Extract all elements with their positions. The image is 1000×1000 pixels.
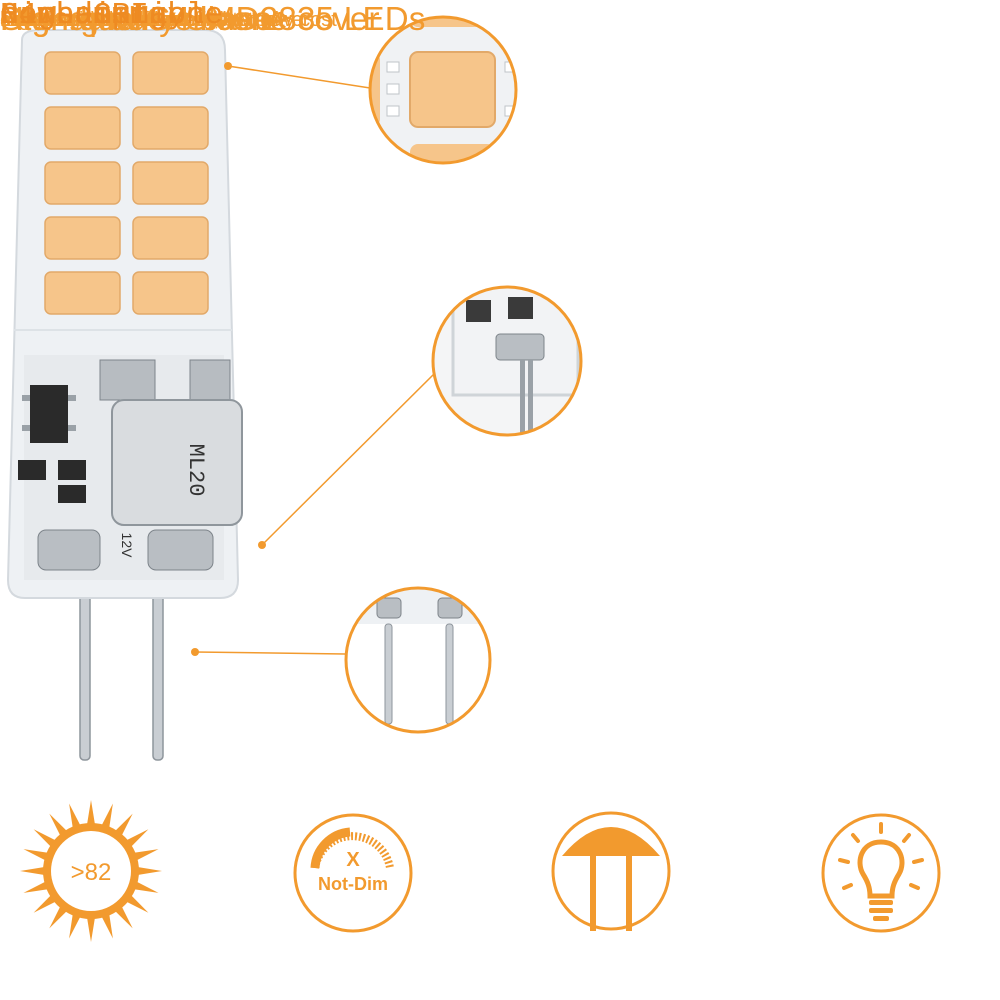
feature-title-g4: Standard G4 base <box>0 0 273 37</box>
feature-desc-g4-2: halogen lamps <box>0 9 131 31</box>
voltage-marking: 12V <box>119 533 135 559</box>
sun-ray <box>86 800 96 826</box>
sun-ray <box>20 866 46 876</box>
g4-pins-closeup <box>344 586 492 734</box>
callout-lines <box>191 62 439 656</box>
sun-ray <box>86 916 96 942</box>
badge-label-g4-base: G4 base <box>0 0 131 33</box>
sun-ray <box>133 849 159 861</box>
silicone-cover-closeup <box>431 285 583 437</box>
badge-label-low-energy-1: Low energy <box>0 0 187 33</box>
sun-ray <box>49 905 68 929</box>
sun-ray <box>23 881 49 893</box>
sun-ray <box>101 803 113 829</box>
g4-base-icon <box>551 811 671 931</box>
feature-desc-g4-1: Easy to replace conventional g4 <box>0 9 284 31</box>
not-dim-mark: X <box>346 849 360 871</box>
badge-label-non-dimmable: Non-dimmable <box>0 0 224 33</box>
feature-desc-silicone-1: Ensure good light transmittance <box>0 9 282 31</box>
sun-ray <box>133 881 159 893</box>
sun-ray <box>114 905 133 929</box>
sun-icon: >82 <box>20 800 162 942</box>
sun-ray <box>49 813 68 837</box>
sun-ray <box>33 894 57 913</box>
sun-ray <box>23 849 49 861</box>
component-marking: ML20 <box>183 444 208 497</box>
sun-ray <box>33 829 57 848</box>
badge-label-high-cri: High CRI <box>0 0 149 33</box>
badge-label-low-energy-2: comsumption <box>0 0 205 33</box>
feature-title-leds: High quality SMD2835 LEDs <box>0 0 426 37</box>
led-chip-closeup <box>368 15 518 165</box>
not-dim-text: Not-Dim <box>318 874 388 894</box>
sun-ray <box>114 813 133 837</box>
not-dimmable-icon: X Not-Dim <box>293 813 413 933</box>
sun-ray <box>101 913 113 939</box>
sun-ray <box>69 913 81 939</box>
feature-title-silicone: High-grade silicone cover <box>0 0 380 37</box>
sun-ray <box>125 894 149 913</box>
sun-ray <box>136 866 162 876</box>
sun-ray <box>125 829 149 848</box>
lightbulb-icon <box>821 813 941 933</box>
led-bulb-image: ML20 12V <box>6 29 243 761</box>
sun-ray <box>69 803 81 829</box>
feature-desc-leds-2: consumption,save your electricity cost. <box>0 9 343 31</box>
feature-desc-silicone-2: and heat dissipation effect <box>0 9 233 31</box>
cri-value: >82 <box>71 859 112 886</box>
feature-desc-leds-1: High luminous efficiency,low power <box>0 9 310 31</box>
